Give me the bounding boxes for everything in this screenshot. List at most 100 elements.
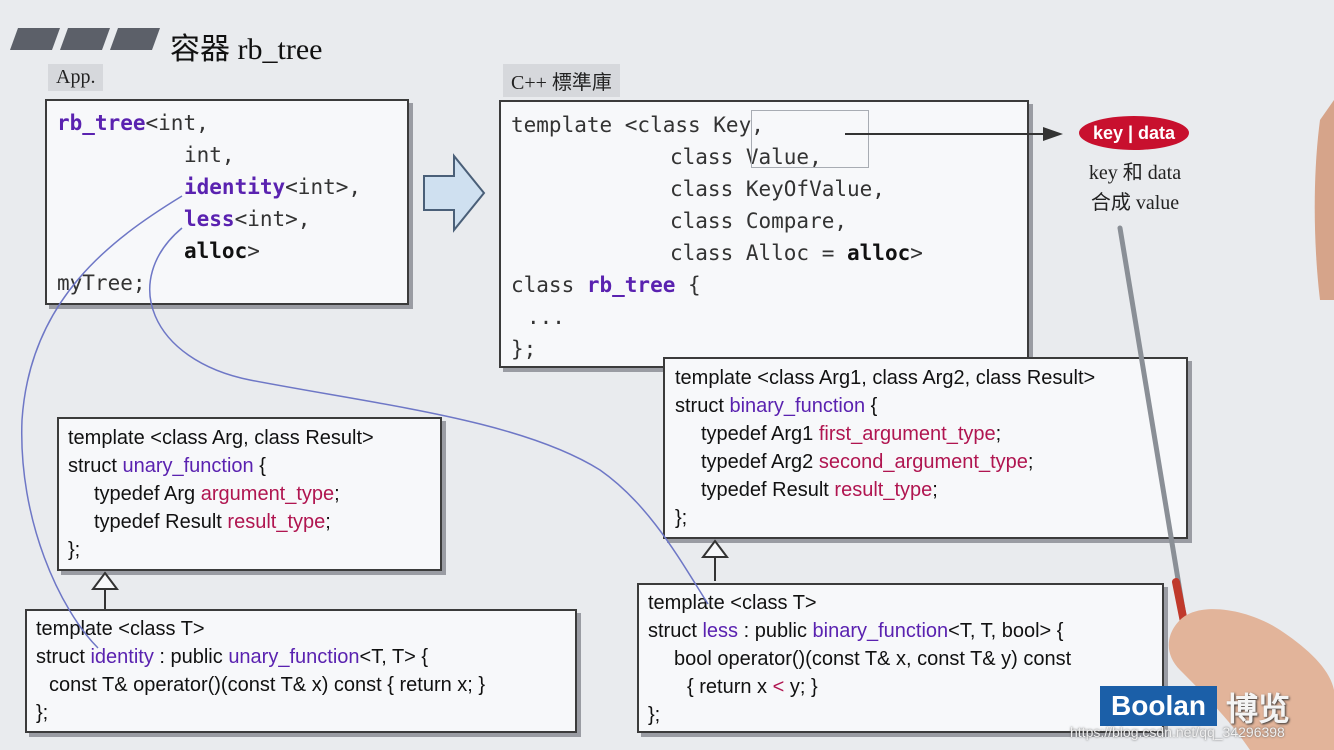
identity-inheritance-arrow-icon (91, 571, 119, 609)
app-line-2-text: int, (184, 143, 235, 167)
binary-line-4-c: ; (1027, 451, 1034, 473)
unary-function-box: template <class Arg, class Result> struc… (57, 417, 442, 571)
app-line-3-rest: <int>, (285, 175, 362, 199)
less-base-name: binary_function (812, 620, 949, 642)
less-line-4-c: y; } (784, 676, 818, 698)
identity-base-name: unary_function (228, 646, 360, 668)
alloc-keyword: alloc (184, 239, 248, 263)
unary-line-3-a: typedef Arg (94, 483, 201, 505)
std-tag: C++ 標準庫 (503, 64, 620, 97)
std-line-8: }; (511, 337, 537, 361)
less-line-4: { return x < y; } (687, 673, 818, 701)
app-line-2: int, (184, 139, 235, 171)
identity-line-4: }; (36, 702, 49, 724)
first-argument-type: first_argument_type (818, 423, 996, 445)
std-code-box: template <class Key, class Value, class … (499, 100, 1029, 368)
binary-result-type: result_type (834, 479, 933, 501)
less-line-3: bool operator()(const T& x, const T& y) … (674, 648, 1072, 670)
identity-name: identity (90, 646, 154, 668)
unary-function-name: unary_function (122, 455, 254, 477)
less-inheritance-arrow-icon (701, 539, 729, 581)
std-rb-tree-keyword: rb_tree (586, 273, 676, 297)
less-name: less (702, 620, 739, 642)
binary-line-6: }; (675, 507, 688, 529)
less-line-4-a: { return x (687, 676, 773, 698)
less-keyword: less (184, 207, 235, 231)
std-line-2: class Value, (670, 145, 822, 169)
watermark-url: https://blog.csdn.net/qq_34296398 (1070, 724, 1285, 740)
right-arrow-icon (423, 153, 486, 233)
std-alloc-keyword: alloc (847, 241, 911, 265)
binary-line-3-a: typedef Arg1 (701, 423, 819, 445)
less-line-5: }; (648, 704, 661, 726)
binary-line-4-a: typedef Arg2 (701, 451, 819, 473)
presenter-shoulder-icon (1314, 100, 1334, 300)
app-line-5-rest: > (247, 239, 260, 263)
key-data-note: key 和 data 合成 value (1070, 158, 1200, 218)
unary-line-2-a: struct (68, 455, 123, 477)
std-line-6: class rb_tree { (511, 269, 701, 301)
binary-line-5-c: ; (932, 479, 938, 501)
unary-line-5: }; (68, 539, 81, 561)
std-line-7: ... (527, 305, 565, 329)
identity-line-1: template <class T> (36, 618, 205, 640)
std-line-5-c: > (910, 241, 923, 265)
key-value-highlight (751, 110, 869, 168)
app-line-1-rest: <int, (145, 111, 209, 135)
less-line-2-a: struct (648, 620, 703, 642)
binary-line-3-c: ; (995, 423, 1002, 445)
app-line-6: myTree; (57, 271, 146, 295)
identity-struct-box: template <class T> struct identity : pub… (25, 609, 577, 733)
binary-line-4: typedef Arg2 second_argument_type; (701, 448, 1033, 476)
binary-line-2-a: struct (675, 395, 730, 417)
binary-function-box: template <class Arg1, class Arg2, class … (663, 357, 1188, 539)
rb-tree-keyword: rb_tree (57, 111, 146, 135)
identity-line-2-a: struct (36, 646, 91, 668)
binary-line-1: template <class Arg1, class Arg2, class … (675, 367, 1096, 389)
unary-line-4: typedef Result result_type; (94, 508, 331, 536)
unary-line-3-c: ; (334, 483, 340, 505)
std-line-6-c: { (675, 273, 701, 297)
binary-function-name: binary_function (729, 395, 866, 417)
less-connector-curve (149, 227, 709, 605)
less-line-2-c: : public (738, 620, 813, 642)
identity-connector-curve (21, 195, 183, 649)
binary-line-3: typedef Arg1 first_argument_type; (701, 420, 1001, 448)
key-data-pill: key | data (1079, 116, 1189, 150)
identity-line-2-e: <T, T> { (359, 646, 429, 668)
less-line-2: struct less : public binary_function<T, … (648, 617, 1063, 645)
boolan-logo: Boolan (1100, 686, 1217, 726)
std-line-5: class Alloc = alloc> (670, 237, 923, 269)
page-title: 容器 rb_tree (170, 33, 323, 66)
second-argument-type: second_argument_type (818, 451, 1028, 473)
app-line-4: less<int>, (184, 203, 310, 235)
less-than-operator: < (772, 676, 785, 698)
app-line-3: identity<int>, (184, 171, 361, 203)
unary-line-2-c: { (253, 455, 266, 477)
less-struct-box: template <class T> struct less : public … (637, 583, 1164, 733)
app-line-1: rb_tree<int, (57, 107, 209, 139)
std-line-5-a: class Alloc = (670, 241, 848, 265)
argument-type: argument_type (200, 483, 335, 505)
binary-line-2: struct binary_function { (675, 392, 877, 420)
key-data-note-line-1: key 和 data (1088, 162, 1182, 184)
key-data-note-line-2: 合成 value (1090, 192, 1180, 214)
unary-line-4-a: typedef Result (94, 511, 228, 533)
less-line-2-e: <T, T, bool> { (948, 620, 1064, 642)
app-code-box: rb_tree<int, int, identity<int>, less<in… (45, 99, 409, 305)
boolan-logo-chinese: 博览 (1226, 690, 1291, 728)
identity-keyword: identity (184, 175, 286, 199)
identity-line-2: struct identity : public unary_function<… (36, 643, 428, 671)
binary-line-5: typedef Result result_type; (701, 476, 938, 504)
std-line-3: class KeyOfValue, (670, 177, 885, 201)
identity-line-2-c: : public (153, 646, 229, 668)
unary-line-1: template <class Arg, class Result> (68, 427, 374, 449)
binary-line-5-a: typedef Result (701, 479, 835, 501)
binary-line-2-c: { (865, 395, 878, 417)
identity-line-3: const T& operator()(const T& x) const { … (49, 674, 486, 696)
app-line-5: alloc> (184, 235, 260, 267)
std-line-6-a: class (511, 273, 587, 297)
less-line-1: template <class T> (648, 592, 817, 614)
std-line-4: class Compare, (670, 209, 848, 233)
unary-result-type: result_type (227, 511, 326, 533)
